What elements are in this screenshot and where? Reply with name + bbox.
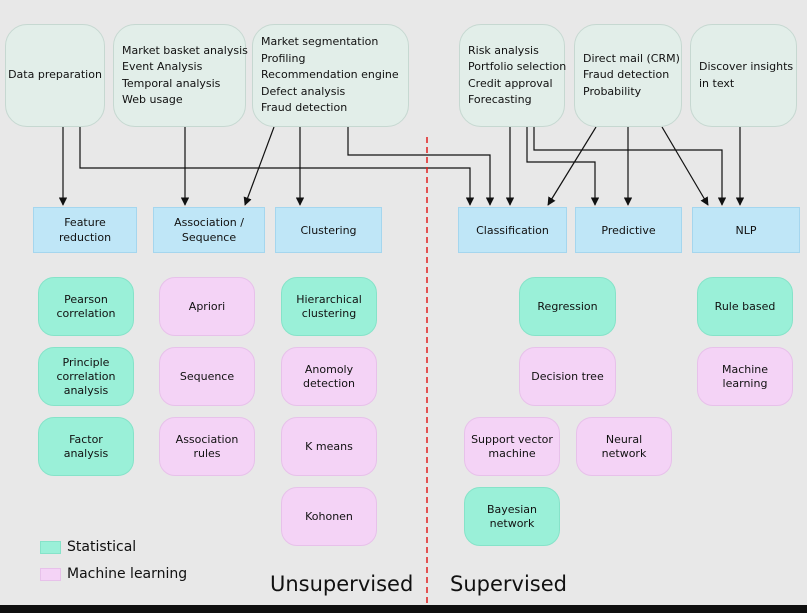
source-line: Market basket analysis [122, 43, 248, 57]
algo-factor-analysis: Factor analysis [38, 417, 134, 476]
source-line: Data preparation [8, 68, 102, 82]
category-nlp: NLP [692, 207, 800, 253]
source-line: Event Analysis [122, 60, 203, 73]
category-predictive: Predictive [575, 207, 682, 253]
algo-kohonen: Kohonen [281, 487, 377, 546]
source-line: Probability [583, 84, 642, 98]
algo-neural-network: Neural network [576, 417, 672, 476]
source-line: Fraud detection [583, 68, 670, 82]
source-risk-analysis: Risk analysis Portfolio selection Credit… [459, 24, 567, 127]
source-market-segmentation: Market segmentation Profiling Recommenda… [252, 24, 409, 127]
legend-label-machine-learning: Machine learning [67, 566, 188, 582]
source-line: Fraud detection [261, 101, 348, 115]
algo-pearson-correlation: Pearson correlation [38, 277, 134, 336]
category-feature-reduction: Feature reduction [33, 207, 137, 253]
arrow-segmentation-classification [347, 127, 495, 206]
algo-principle-correlation-analysis: Principle correlation analysis [38, 347, 134, 406]
algo-apriori: Apriori [159, 277, 255, 336]
algo-k-means: K means [281, 417, 377, 476]
source-line: Market segmentation [261, 35, 379, 49]
category-classification: Classification [458, 207, 567, 253]
source-line: Forecasting [468, 93, 532, 106]
algo-hierarchical-clustering: Hierarchical clustering [281, 277, 377, 336]
arrow-segmentation-association [243, 126, 275, 206]
source-line: Temporal analysis [122, 76, 221, 90]
algo-bayesian-network: Bayesian network [464, 487, 560, 546]
source-line: Discover insights [699, 60, 794, 73]
category-association-sequence: Association / Sequence [153, 207, 265, 253]
arrow-dataprep-classification [79, 127, 475, 206]
arrow-directmail-nlp [661, 126, 709, 206]
algo-rule-based: Rule based [697, 277, 793, 336]
arrow-directmail-classification [547, 126, 597, 206]
algo-anomoly-detection: Anomoly detection [281, 347, 377, 406]
algo-regression: Regression [519, 277, 616, 336]
algo-decision-tree: Decision tree [519, 347, 616, 406]
source-line: Credit approval [468, 76, 553, 90]
category-clustering: Clustering [275, 207, 382, 253]
legend-swatch-statistical [40, 541, 61, 554]
legend-swatch-machine-learning [40, 568, 61, 581]
legend-label-statistical: Statistical [67, 539, 137, 555]
algo-support-vector-machine: Support vector machine [464, 417, 560, 476]
label-supervised: Supervised [450, 572, 567, 596]
source-market-basket: Market basket analysis Event Analysis Te… [113, 24, 248, 127]
source-line: Portfolio selection [468, 60, 567, 73]
source-line: Profiling [261, 51, 306, 65]
algo-sequence: Sequence [159, 347, 255, 406]
label-unsupervised: Unsupervised [270, 572, 414, 596]
algo-association-rules: Association rules [159, 417, 255, 476]
arrow-risk-predictive [526, 127, 600, 206]
algo-machine-learning: Machine learning [697, 347, 793, 406]
source-line: Recommendation engine [261, 68, 399, 82]
source-data-preparation: Data preparation [5, 24, 105, 127]
source-line: Web usage [122, 93, 183, 106]
source-line: Risk analysis [468, 43, 539, 57]
source-direct-mail: Direct mail (CRM) Fraud detection Probab… [574, 24, 682, 127]
source-line: in text [699, 76, 735, 90]
source-line: Defect analysis [261, 84, 346, 98]
source-discover-insights: Discover insights in text [690, 24, 797, 127]
source-line: Direct mail (CRM) [583, 51, 680, 65]
